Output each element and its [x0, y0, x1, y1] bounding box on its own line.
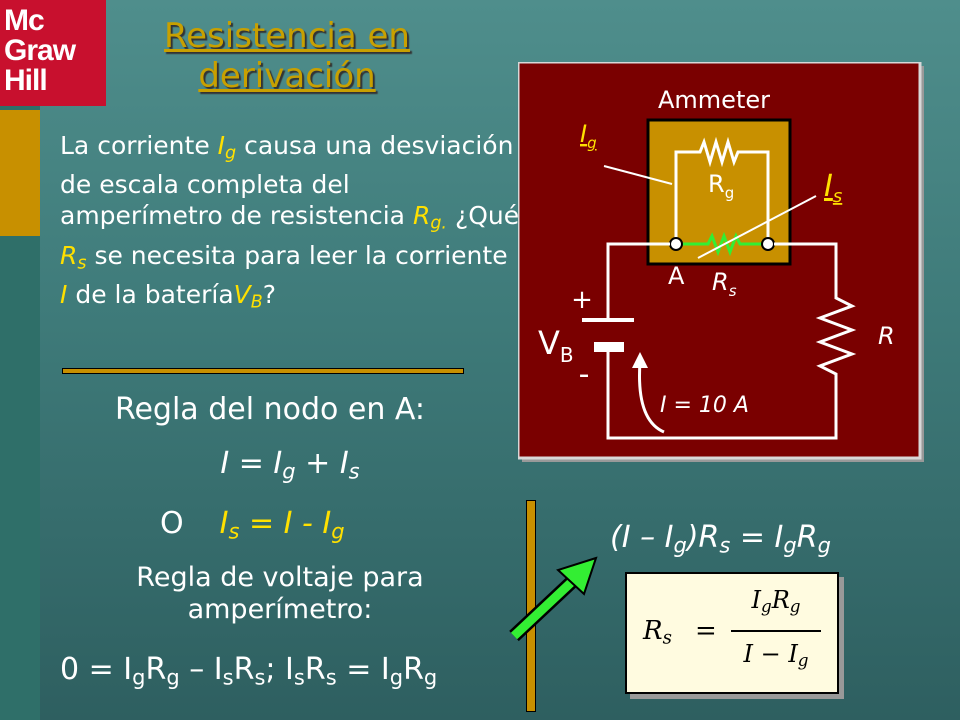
voltage-equation: 0 = IgRg – IsRs; IsRs = IgRg: [60, 652, 438, 690]
fraction-bar: [731, 630, 821, 632]
battery-plate-short: [594, 342, 624, 352]
node-a: [669, 237, 683, 251]
plus-sign: +: [571, 285, 593, 315]
wire-left-top: [606, 242, 670, 320]
ammeter-label: Ammeter: [658, 86, 770, 114]
vertical-divider: [526, 500, 536, 712]
node-b: [761, 237, 775, 251]
node-label: A: [668, 262, 685, 290]
arrow-icon: [509, 556, 598, 642]
ig-label: Ig: [580, 120, 597, 152]
formula-equals: =: [695, 616, 717, 646]
current-label: I = 10 A: [660, 393, 749, 418]
is-pointer: [697, 195, 817, 259]
current-arrow: [638, 361, 665, 434]
formula-denominator: I − Ig: [743, 640, 809, 671]
node-rule-heading: Regla del nodo en A:: [114, 392, 426, 427]
divider: [62, 368, 464, 374]
formula-numerator: IgRg: [751, 586, 801, 617]
rg-resistor: [674, 136, 770, 244]
node-equation: I = Ig + Is: [220, 446, 360, 484]
rs-resistor: [676, 231, 768, 257]
is-label: Is: [824, 169, 842, 207]
shunt-formula-box: Rs = IgRg I − Ig: [625, 572, 839, 694]
rg-label: Rg: [708, 170, 734, 202]
r-label: R: [878, 322, 895, 350]
vb-label: VB: [538, 324, 574, 367]
current-arrow-head: [632, 352, 648, 368]
rs-label: Rs: [712, 268, 737, 300]
gold-accent-bar: [0, 110, 40, 236]
ig-pointer: [603, 165, 673, 185]
rearranged-equation: (I – Ig)Rs = IgRg: [610, 520, 831, 558]
circuit-diagram: Ammeter Rg + - VB R I = 10 A Ig Is A Rs: [518, 62, 924, 462]
left-strip: [0, 0, 40, 720]
load-resistor: [606, 242, 857, 440]
formula-lhs: Rs: [643, 616, 672, 649]
problem-text: La corriente Ig causa una desviación de …: [60, 131, 520, 313]
minus-sign: -: [579, 357, 590, 392]
